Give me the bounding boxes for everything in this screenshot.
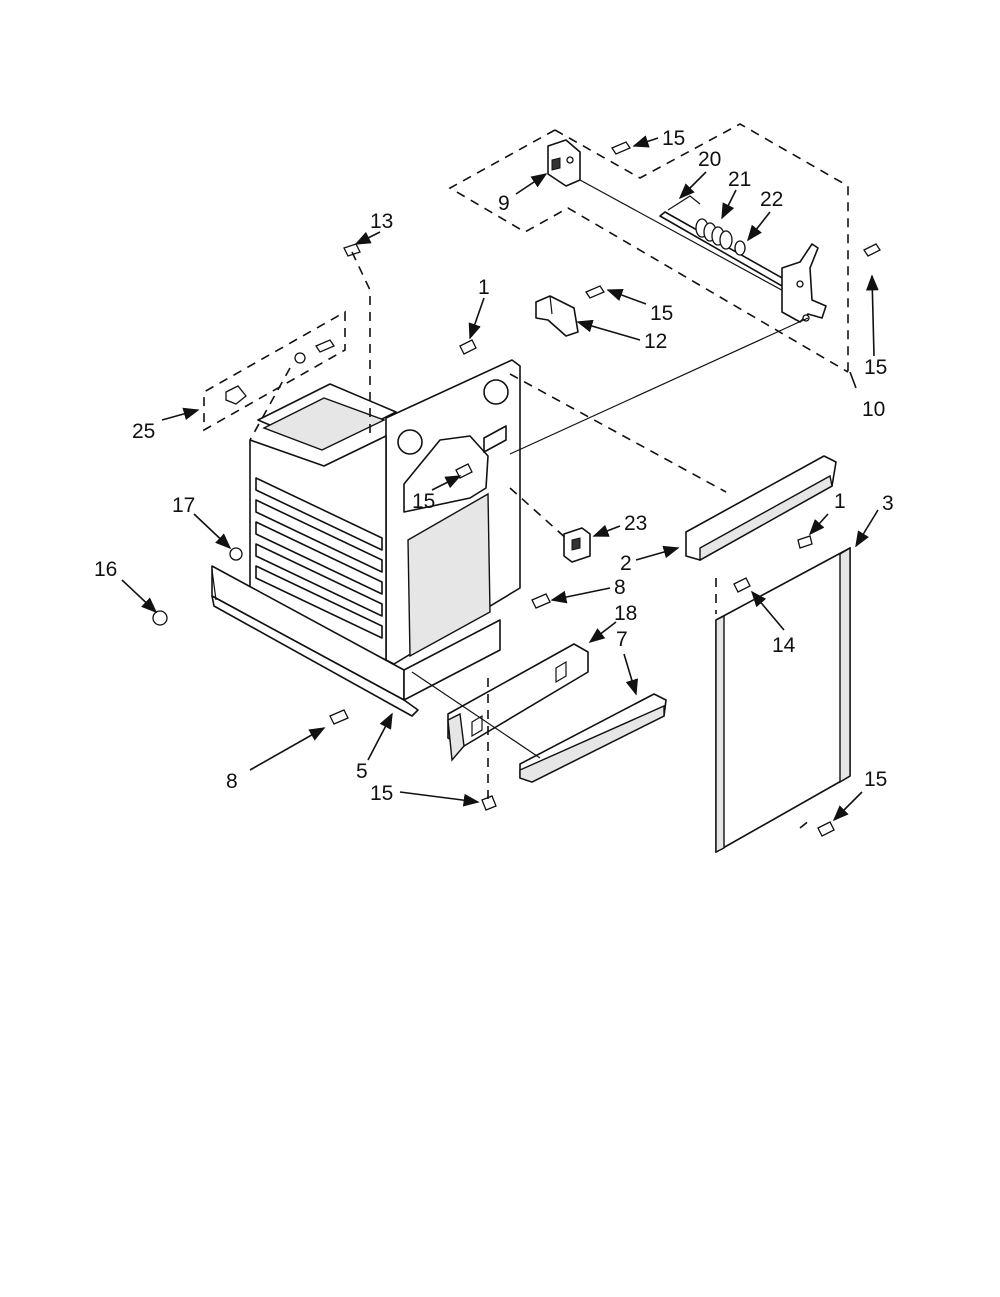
kickplate-part	[519, 693, 667, 783]
screw-14	[733, 577, 751, 593]
plug-8a	[531, 593, 551, 609]
callout-23: 23	[624, 512, 647, 535]
callout-22: 22	[760, 188, 783, 211]
callout-14: 14	[772, 634, 796, 657]
callout-7: 7	[616, 628, 628, 651]
callout-8-upper: 8	[614, 576, 626, 599]
screw-top-c	[863, 243, 881, 257]
screw-1b	[797, 535, 813, 549]
screw-top-b	[585, 285, 605, 299]
callout-21: 21	[728, 168, 751, 191]
callout-16: 16	[94, 558, 117, 581]
callout-8-lower: 8	[226, 770, 238, 793]
screw-15f	[817, 821, 835, 837]
kickplate-bracket-part	[447, 643, 589, 762]
screw-13	[343, 243, 361, 257]
callout-2: 2	[620, 552, 632, 575]
hinge-bracket-part	[547, 139, 581, 187]
callout-labels: 15 20 21 22 9 13 1 15 12 15 10 25 15 23 …	[94, 127, 894, 805]
callout-13: 13	[370, 210, 393, 233]
latch-bracket-part	[535, 295, 579, 337]
hinge-clip-part	[563, 527, 591, 563]
callout-25: 25	[132, 420, 155, 443]
spring-part	[695, 218, 733, 250]
callout-1-top: 1	[478, 276, 490, 299]
plug-8b	[329, 709, 349, 725]
nut-17	[229, 547, 243, 561]
callout-20: 20	[698, 148, 721, 171]
callout-15-body: 15	[412, 490, 435, 513]
callout-15-right: 15	[864, 356, 887, 379]
callout-15-latch: 15	[650, 302, 673, 325]
leader-lines	[121, 135, 879, 822]
hinge-end-bracket-part	[781, 243, 827, 323]
screw-1a	[459, 339, 477, 355]
callout-1-right: 1	[834, 490, 846, 513]
knob-assembly-boundary	[203, 310, 346, 432]
callout-15-panel: 15	[864, 768, 887, 791]
callout-9: 9	[498, 192, 510, 215]
top-trim-part	[685, 455, 837, 562]
washer-part	[734, 240, 746, 256]
callout-18: 18	[614, 602, 637, 625]
callout-3: 3	[882, 492, 894, 515]
callout-12: 12	[644, 330, 667, 353]
callout-15-bottom: 15	[370, 782, 393, 805]
side-panel-part	[715, 546, 851, 854]
screw-16	[152, 610, 168, 626]
callout-5: 5	[356, 760, 368, 783]
cabinet-body-part	[211, 359, 521, 717]
callout-17: 17	[172, 494, 195, 517]
hinge-assembly-boundary	[448, 123, 849, 373]
screw-15e	[481, 795, 497, 811]
screw-top-a	[611, 141, 631, 155]
callout-10: 10	[862, 398, 885, 421]
assembly-lines	[211, 251, 811, 829]
callout-15-top: 15	[662, 127, 685, 150]
